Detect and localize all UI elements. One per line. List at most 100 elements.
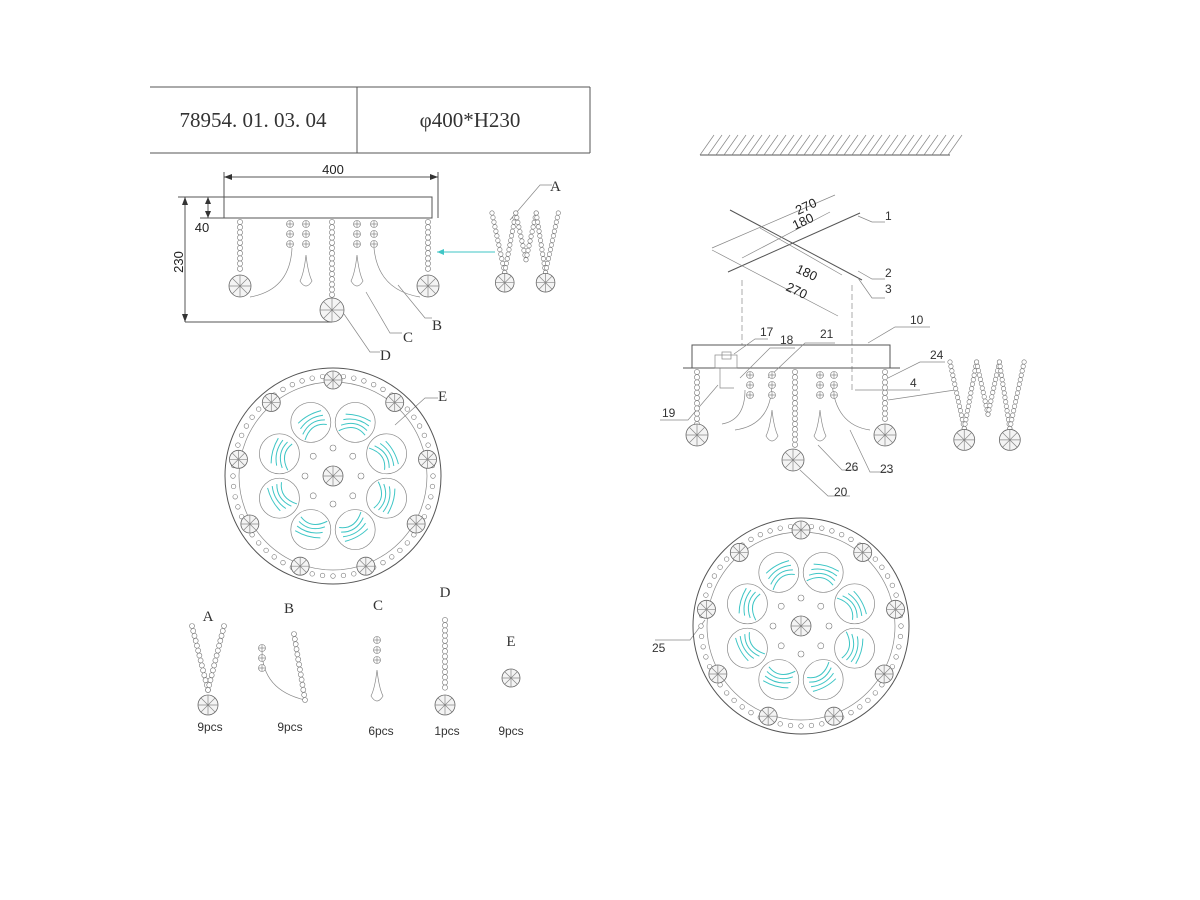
- petal-swirl: [743, 589, 752, 616]
- ball-facets: [198, 695, 218, 715]
- chain-bead: [489, 210, 495, 216]
- chain-bead: [1000, 381, 1006, 387]
- ball-facets: [262, 393, 281, 412]
- ring-bead: [380, 386, 386, 392]
- chain-bead: [1005, 412, 1011, 418]
- rosette-cross: [373, 646, 381, 654]
- chain-bead: [425, 265, 431, 272]
- petal-swirl: [298, 521, 326, 530]
- callout-21: 21: [820, 327, 834, 341]
- chain-bead: [425, 224, 431, 231]
- ring-bead: [411, 414, 417, 420]
- rosette-cross: [370, 240, 378, 248]
- chain-bead: [237, 224, 243, 231]
- petal-swirl: [811, 568, 838, 577]
- ring-bead: [425, 504, 431, 510]
- ring-bead: [848, 710, 854, 716]
- chain-bead: [694, 410, 700, 417]
- hatch-line: [851, 134, 867, 156]
- rosette-cross: [302, 220, 310, 228]
- callout-a: A: [550, 179, 561, 195]
- petal-swirl: [772, 573, 795, 591]
- ball-facets: [792, 521, 810, 539]
- chain-bead: [882, 410, 888, 417]
- rosette-cross: [746, 371, 754, 379]
- chain-bead: [509, 233, 515, 239]
- rosette-cross: [746, 381, 754, 389]
- ball-facets: [886, 600, 905, 619]
- petal-swirl: [842, 595, 858, 618]
- rosette-cross: [258, 664, 266, 672]
- chain-bead: [442, 658, 448, 665]
- callout-24: 24: [930, 348, 944, 362]
- rosette-cross: [353, 220, 361, 228]
- chain-bead: [297, 666, 303, 673]
- chain-bead: [293, 646, 300, 653]
- petal-swirl: [738, 587, 747, 614]
- chain-bead: [1015, 386, 1021, 392]
- dim-bracket-4: 270: [784, 279, 810, 302]
- chain-bead: [1008, 421, 1014, 427]
- petal-swirl: [768, 564, 792, 580]
- rosette-cross: [353, 230, 361, 238]
- rosette-cross: [286, 240, 294, 248]
- hatch-line: [883, 134, 899, 156]
- dim-bracket-2: 180: [790, 210, 816, 233]
- ring-bead: [371, 382, 377, 388]
- chain-bead: [988, 398, 994, 404]
- chain-bead: [987, 403, 993, 409]
- ball-facets: [875, 665, 894, 683]
- chain-bead: [882, 405, 888, 412]
- rosette-cross: [286, 220, 294, 228]
- chain-bead: [975, 368, 981, 374]
- chain-bead: [1019, 368, 1025, 374]
- ring-bead: [280, 386, 286, 392]
- chain-bead: [882, 389, 888, 396]
- ball-facets: [291, 557, 310, 576]
- petal-swirl: [766, 671, 794, 680]
- petal-swirl: [378, 483, 387, 511]
- hatch-line: [699, 134, 715, 156]
- chain-bead: [977, 376, 983, 382]
- petal-swirl: [847, 593, 863, 617]
- ball-facets: [323, 466, 343, 486]
- petal-swirl: [813, 563, 840, 572]
- ring-bead: [256, 406, 262, 412]
- side-view: 400 40 230 A B C D E: [171, 162, 561, 426]
- parts-list: A 9pcs B 9pcs C 6pcs D 1pcs E 9pcs: [197, 585, 523, 738]
- petal-swirl: [747, 591, 756, 619]
- ring-bead: [739, 704, 745, 710]
- top-view-outline: [692, 517, 910, 735]
- chain-bead: [996, 359, 1002, 365]
- chain-bead: [694, 384, 700, 391]
- hatch-line: [707, 134, 723, 156]
- chain-bead: [329, 265, 335, 272]
- chain-bead: [192, 637, 199, 644]
- petal: [366, 433, 407, 475]
- ring-bead: [757, 532, 763, 538]
- ball-facets: [953, 429, 975, 451]
- chain-bead: [958, 412, 964, 418]
- petal-swirl: [302, 419, 325, 435]
- part-c-qty: 6pcs: [368, 724, 393, 738]
- chain-bead: [534, 215, 540, 221]
- ring-bead: [787, 722, 794, 729]
- chain-bead: [210, 667, 216, 674]
- rosette-cross: [816, 371, 824, 379]
- chain-bead: [520, 243, 526, 249]
- chain-bead: [981, 394, 987, 400]
- rosette-cross: [768, 381, 776, 389]
- chain-bead: [492, 224, 498, 230]
- rosette-cross: [768, 391, 776, 399]
- petal: [802, 552, 844, 593]
- chain-bead: [998, 372, 1004, 378]
- chain-bead: [1014, 390, 1020, 396]
- chain-bead: [951, 377, 957, 383]
- inner-bead: [329, 444, 337, 452]
- chain-bead: [980, 389, 986, 395]
- chain-bead: [537, 233, 543, 239]
- ring-bead: [235, 442, 241, 448]
- ball-facets: [874, 424, 896, 446]
- chain-bead: [540, 251, 546, 257]
- chain-bead: [442, 648, 448, 655]
